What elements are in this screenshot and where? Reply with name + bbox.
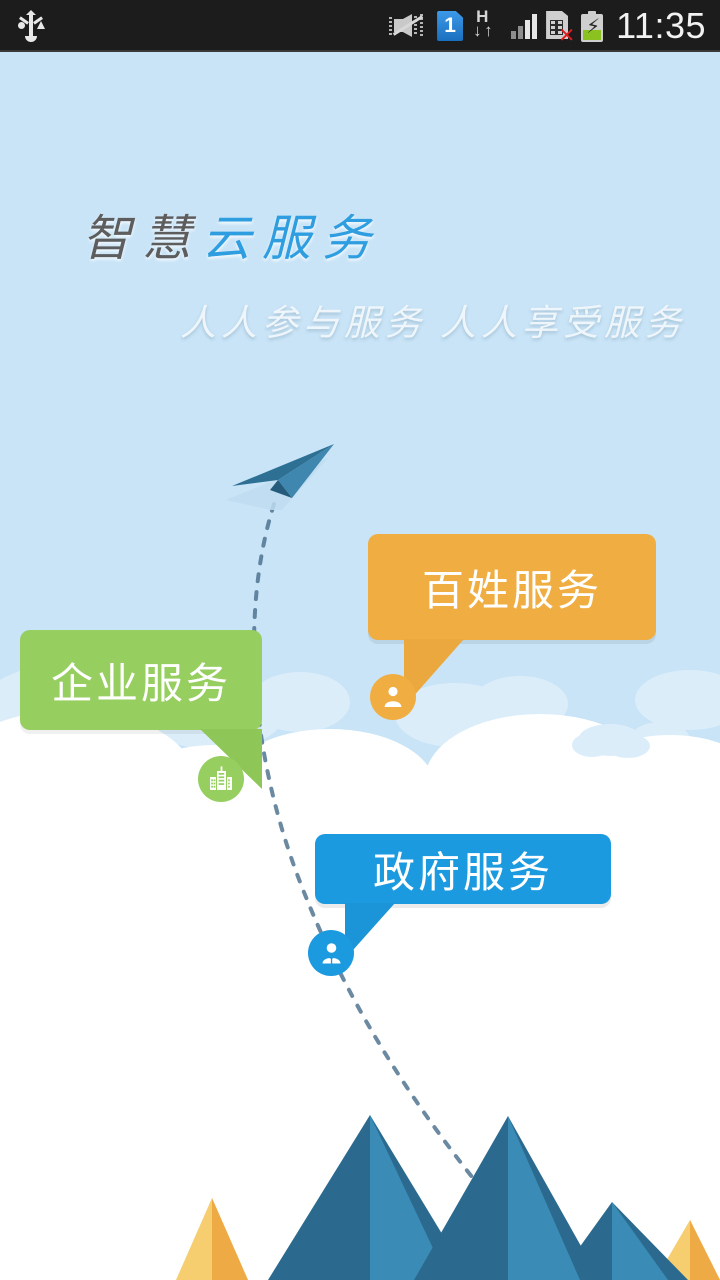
- usb-icon: [18, 10, 45, 42]
- enterprise-service-icon-button[interactable]: [198, 756, 244, 802]
- paper-airplane-icon: [226, 444, 334, 510]
- scene-background: 百姓服务 企业服务 政府服务: [0, 52, 720, 1280]
- page-title-blue-part: 云服务: [202, 211, 383, 266]
- building-icon: [210, 766, 232, 790]
- status-bar-clock: 11:35: [616, 5, 706, 46]
- bubble-citizen-service[interactable]: 百姓服务: [368, 534, 656, 707]
- hero-text: 智慧云服务 人人参与服务 人人享受服务: [82, 199, 687, 346]
- page-title: 智慧云服务: [82, 199, 642, 270]
- mountain-range: [176, 1115, 720, 1280]
- bubble-enterprise-service-label: 企业服务: [50, 659, 231, 707]
- bubble-government-service[interactable]: 政府服务: [315, 834, 611, 959]
- mute-vibrate-icon: [389, 13, 428, 39]
- sd-card-error-icon: ✕: [546, 11, 575, 46]
- status-bar-right: 1 H ↓ ↑ ✕ ⚡ 11:35: [389, 0, 706, 52]
- sim-card-1-icon: 1: [437, 11, 464, 41]
- status-bar-divider: [0, 50, 720, 52]
- status-bar: 1 H ↓ ↑ ✕ ⚡ 11:35: [0, 0, 720, 52]
- bubble-citizen-service-label: 百姓服务: [421, 566, 602, 614]
- status-bar-left: [18, 0, 45, 52]
- data-up-arrow-icon: ↑: [484, 21, 493, 40]
- government-service-icon-button[interactable]: [308, 930, 354, 976]
- citizen-service-icon-button[interactable]: [370, 674, 416, 720]
- official-person-icon: [322, 942, 340, 963]
- bubble-enterprise-service[interactable]: 企业服务: [20, 630, 262, 789]
- data-down-arrow-icon: ↓: [473, 21, 482, 40]
- person-icon: [384, 686, 402, 707]
- page-subtitle: 人人参与服务 人人享受服务: [180, 303, 687, 343]
- signal-strength-icon: [511, 13, 538, 39]
- battery-charging-icon: ⚡: [581, 10, 604, 42]
- hsdpa-label: H: [476, 7, 489, 26]
- page-title-dark-part: 智慧: [82, 211, 203, 266]
- bubble-government-service-label: 政府服务: [372, 848, 553, 896]
- hsdpa-data-icon: H ↓ ↑: [472, 7, 502, 43]
